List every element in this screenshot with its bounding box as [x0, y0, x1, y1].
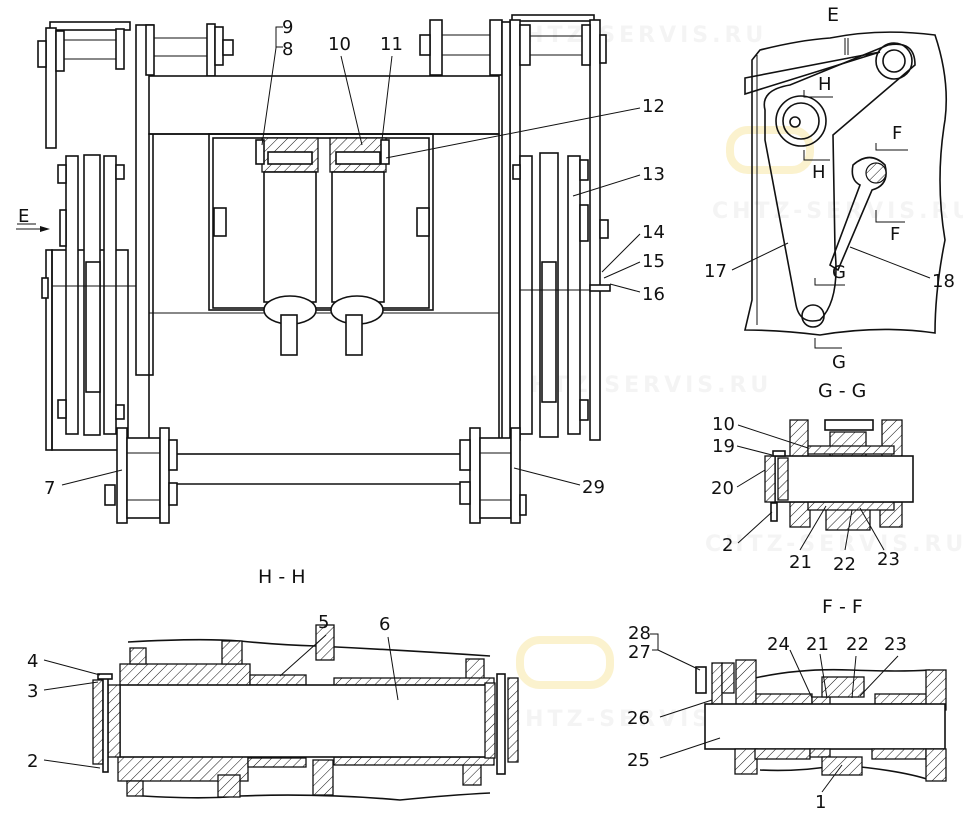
callout-9: 9 — [282, 17, 293, 38]
left-lever-assembly — [41, 154, 136, 451]
section-f-callout-28: 28 — [628, 623, 651, 644]
bottom-hinge-left — [104, 427, 178, 524]
section-f-title: F - F — [822, 596, 863, 618]
section-g-callout-22: 22 — [833, 554, 856, 575]
section-f-f: F - F 28 27 24 21 22 23 26 25 — [627, 596, 947, 813]
section-h-h: H - H 4 3 2 5 6 — [27, 566, 519, 801]
section-mark-h: H H — [803, 74, 833, 183]
callout-10: 10 — [328, 34, 351, 55]
section-g-g: G - G 10 19 20 2 21 22 23 — [711, 380, 914, 575]
watermark-group: CHTZ-SERVIS.RU CHTZ-SERVIS.RU CHTZ-SERVI… — [505, 23, 963, 732]
section-g-callout-19: 19 — [712, 436, 735, 457]
section-g-title: G - G — [818, 380, 866, 402]
section-h-callout-6: 6 — [379, 614, 390, 635]
section-g-callout-10: 10 — [712, 414, 735, 435]
view-arrow-label: E — [18, 206, 29, 227]
section-mark-g-bottom: G — [832, 352, 846, 373]
section-f-callout-26: 26 — [627, 708, 650, 729]
right-lever-assembly — [512, 152, 611, 438]
section-g-callout-21: 21 — [789, 552, 812, 573]
callout-13: 13 — [642, 164, 665, 185]
callout-15: 15 — [642, 251, 665, 272]
callout-11: 11 — [380, 34, 403, 55]
section-f-callout-21: 21 — [806, 634, 829, 655]
bottom-hinge-right — [459, 427, 527, 524]
main-callouts: 9 8 10 11 12 13 14 15 16 7 29 — [44, 17, 665, 499]
top-right-bracket — [419, 14, 607, 443]
section-g-callout-23: 23 — [877, 549, 900, 570]
section-f-callout-25: 25 — [627, 750, 650, 771]
view-e-title: E — [827, 4, 839, 26]
section-h-title: H - H — [258, 566, 306, 588]
section-mark-g: G G — [814, 262, 846, 373]
section-h-callout-2: 2 — [27, 751, 38, 772]
callout-7: 7 — [44, 478, 55, 499]
section-mark-f-top: F — [892, 123, 902, 144]
section-f-callout-27: 27 — [628, 642, 651, 663]
callout-29: 29 — [582, 477, 605, 498]
section-mark-h-top: H — [818, 74, 832, 95]
section-h-callout-3: 3 — [27, 681, 38, 702]
section-h-callout-4: 4 — [27, 651, 38, 672]
callout-16: 16 — [642, 284, 665, 305]
callout-12: 12 — [642, 96, 665, 117]
callout-14: 14 — [642, 222, 665, 243]
callout-8: 8 — [282, 39, 293, 60]
section-f-callout-1: 1 — [815, 792, 826, 813]
section-f-callout-23: 23 — [884, 634, 907, 655]
section-g-callout-2: 2 — [722, 535, 733, 556]
section-mark-g-top: G — [832, 262, 846, 283]
watermark-text: CHTZ-SERVIS.RU — [705, 532, 963, 557]
section-mark-f-bottom: F — [890, 224, 900, 245]
view-e: E H H F F G G — [704, 4, 955, 373]
section-h-callout-5: 5 — [318, 612, 329, 633]
callout-18: 18 — [932, 271, 955, 292]
view-arrow-e: E — [16, 206, 50, 232]
section-mark-f: F F — [875, 123, 908, 245]
main-frame — [148, 75, 500, 455]
hydraulic-cylinder-left — [255, 137, 319, 356]
section-g-callout-20: 20 — [711, 478, 734, 499]
section-f-callout-22: 22 — [846, 634, 869, 655]
main-assembly-view: E 9 8 10 11 12 13 14 15 16 7 29 — [16, 14, 665, 524]
hydraulic-cylinder-right — [329, 137, 390, 356]
section-f-callout-24: 24 — [767, 634, 790, 655]
callout-17: 17 — [704, 261, 727, 282]
section-mark-h-bottom: H — [812, 162, 826, 183]
watermark-text: CHTZ-SERVIS.RU — [712, 199, 963, 224]
